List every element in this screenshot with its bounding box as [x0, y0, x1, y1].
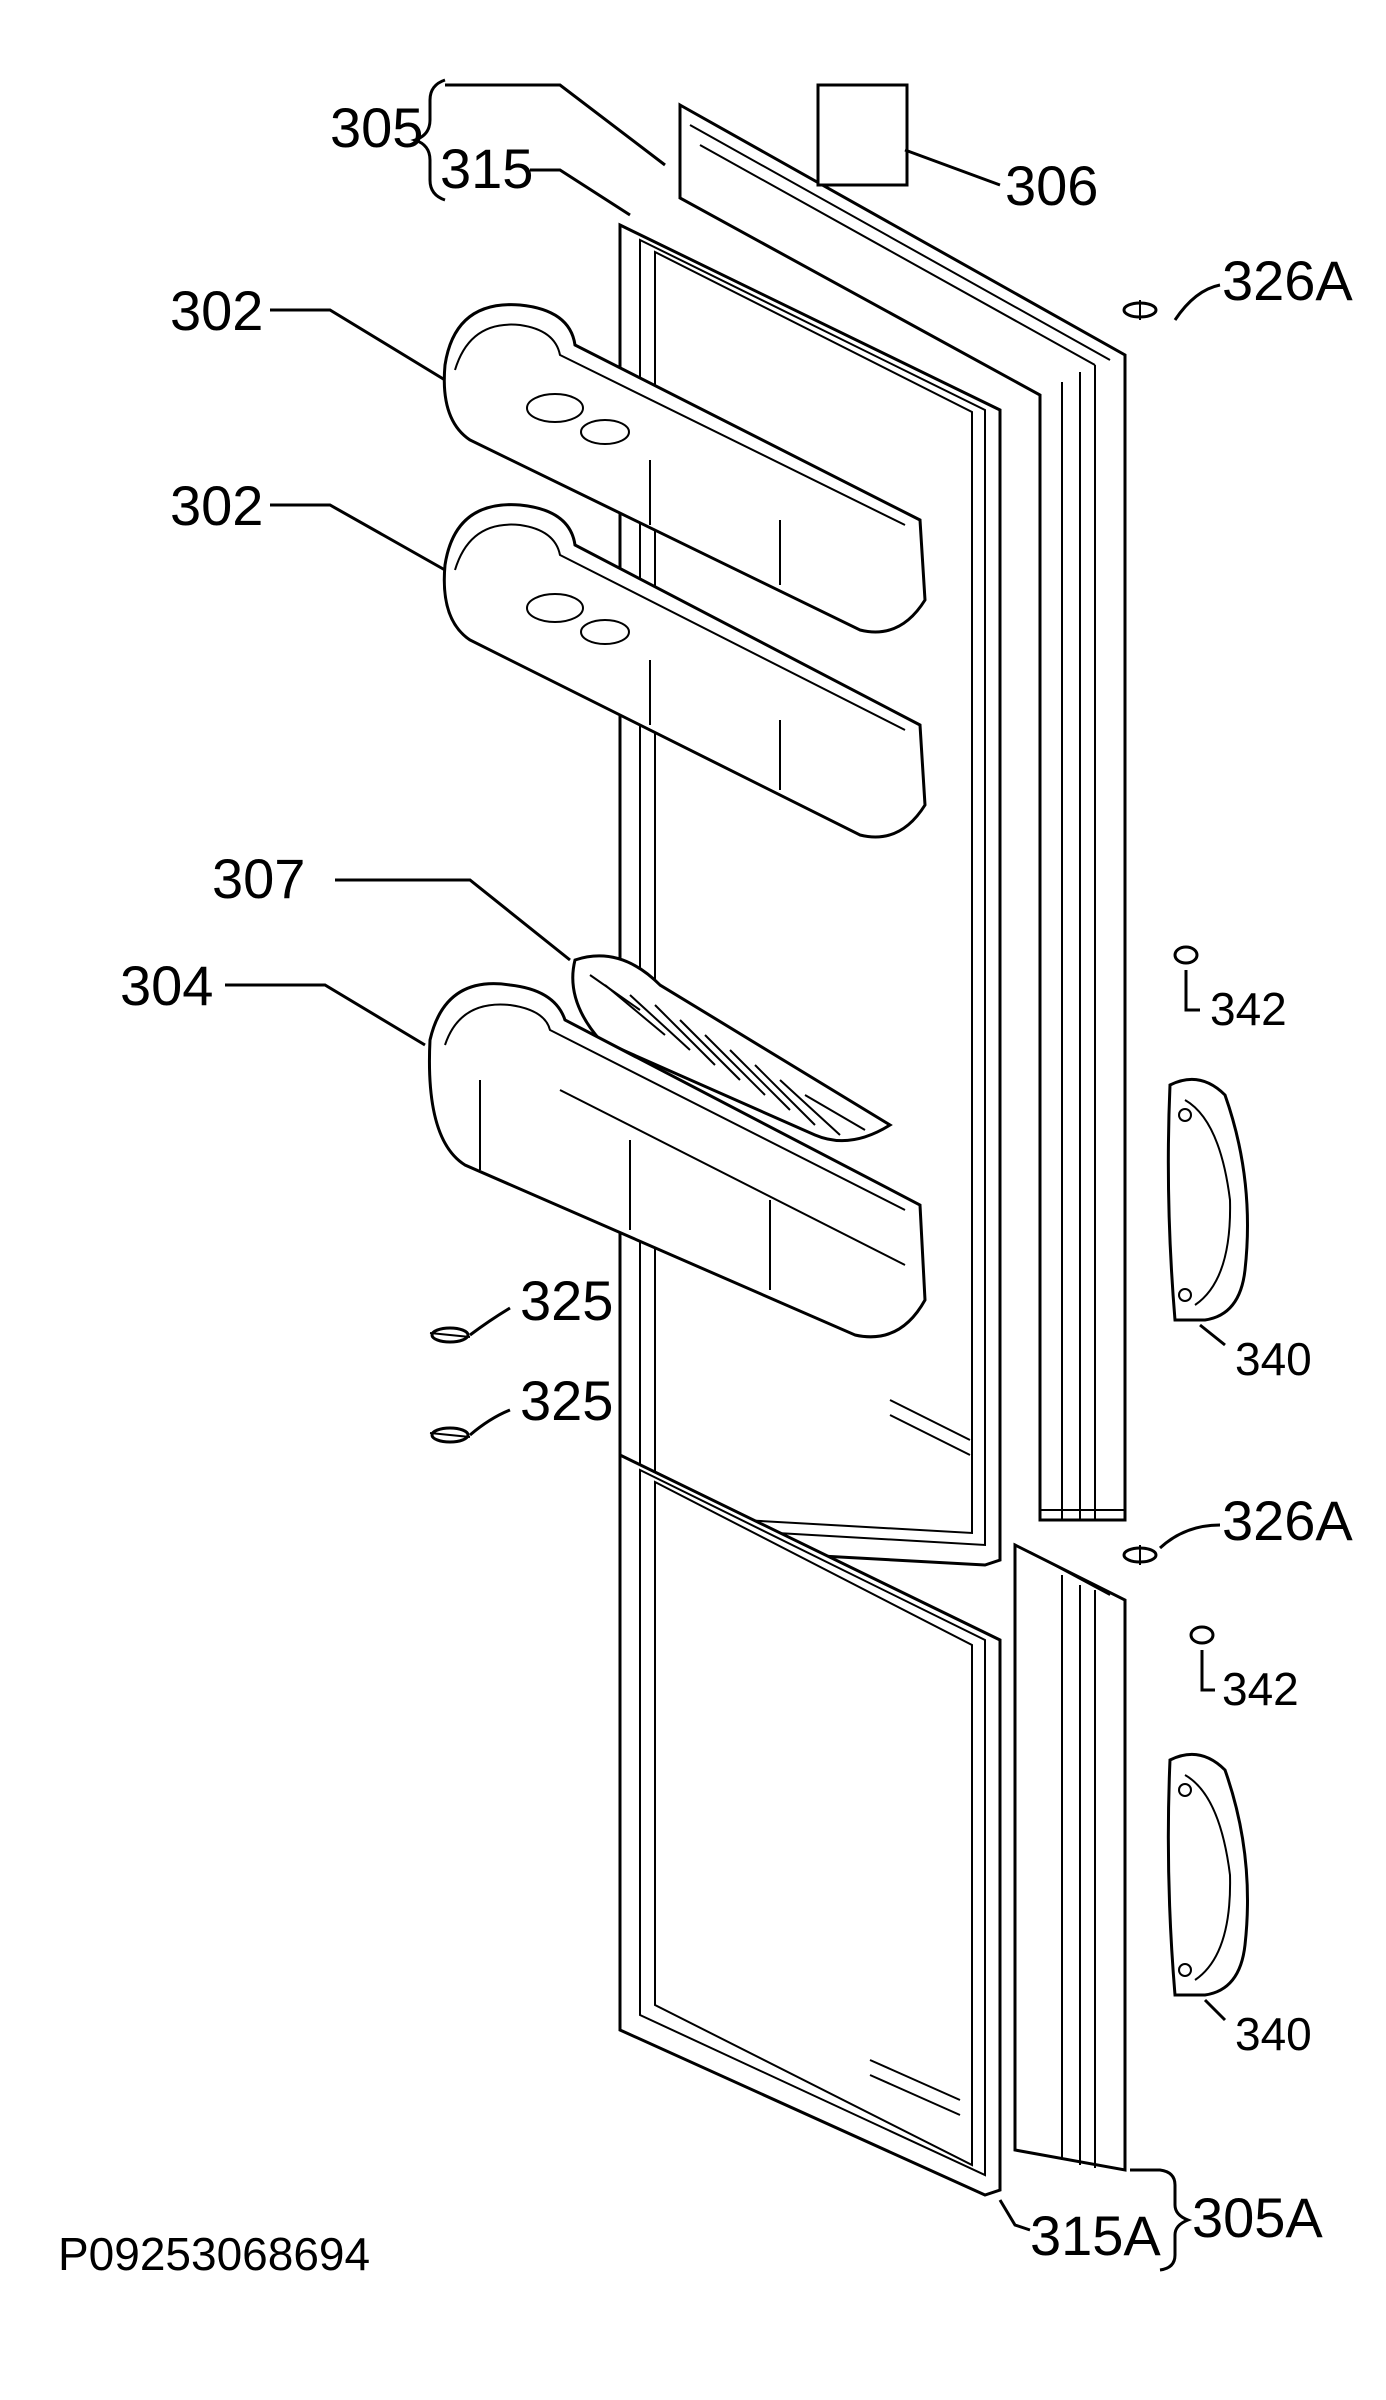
screw-upper [429, 1326, 471, 1344]
label-326a-bottom: 326A [1222, 1489, 1353, 1552]
label-342-top: 342 [1210, 983, 1287, 1035]
bottle-shelf [427, 982, 927, 1339]
label-302-middle: 302 [170, 474, 263, 537]
label-340-top: 340 [1235, 1333, 1312, 1385]
door-shelf-upper [442, 303, 927, 634]
hinge-bushing-top [1122, 300, 1158, 320]
label-315: 315 [440, 137, 533, 200]
drawing-code: P09253068694 [58, 2228, 370, 2280]
label-302-upper: 302 [170, 279, 263, 342]
label-342-bottom: 342 [1222, 1663, 1299, 1715]
label-307: 307 [212, 847, 305, 910]
door-shelf-middle [442, 503, 927, 839]
label-305a: 305A [1192, 2186, 1323, 2249]
dairy-cover [571, 954, 893, 1143]
label-305: 305 [330, 96, 423, 159]
leader-lines [225, 78, 1227, 2272]
label-325-upper: 325 [520, 1269, 613, 1332]
screw-lower [429, 1426, 471, 1444]
handle-cap-bottom [1189, 1625, 1215, 1645]
handle-cap-top [1173, 945, 1199, 965]
label-304: 304 [120, 954, 213, 1017]
hinge-bushing-bottom [1122, 1545, 1158, 1565]
rating-label-plate [816, 83, 909, 187]
label-315a: 315A [1030, 2204, 1161, 2267]
lower-door-inner-gasket [618, 1452, 1002, 2197]
label-326a-top: 326A [1222, 249, 1353, 312]
door-handle-upper [1166, 1077, 1249, 1322]
upper-door-outer-panel [678, 102, 1127, 1522]
label-325-lower: 325 [520, 1369, 613, 1432]
label-306: 306 [1005, 154, 1098, 217]
door-handle-lower [1166, 1752, 1249, 1997]
label-340-bottom: 340 [1235, 2008, 1312, 2060]
lower-door-outer-panel [1013, 1542, 1127, 2172]
